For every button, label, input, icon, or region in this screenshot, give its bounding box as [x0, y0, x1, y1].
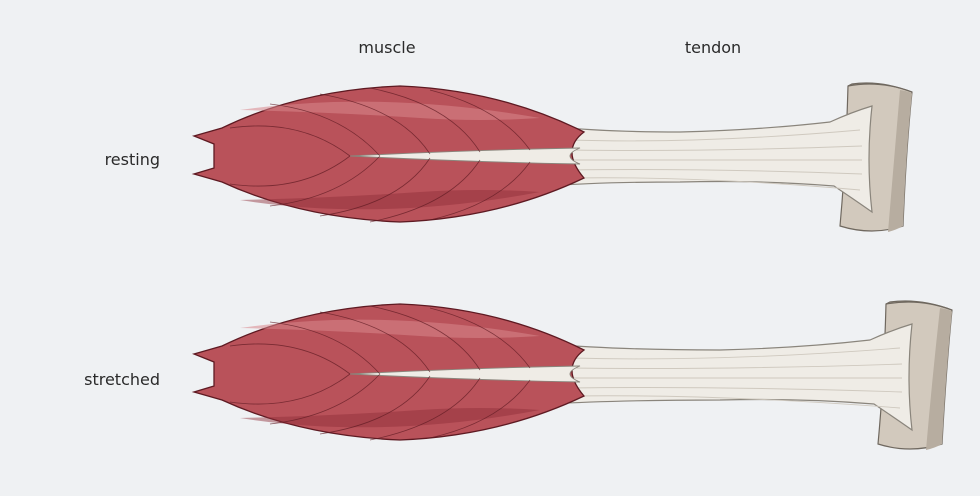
muscle-column-label: muscle: [358, 38, 416, 57]
tendon-column-label: tendon: [684, 38, 742, 57]
stretched-tendon: [547, 323, 913, 432]
stretched-muscle: [191, 303, 586, 441]
resting-unit: [191, 82, 913, 232]
stretched-row-label: stretched: [84, 370, 160, 389]
stretched-unit: [191, 300, 953, 450]
resting-muscle: [191, 85, 586, 223]
resting-row-label: resting: [104, 150, 160, 169]
resting-tendon: [547, 105, 873, 214]
